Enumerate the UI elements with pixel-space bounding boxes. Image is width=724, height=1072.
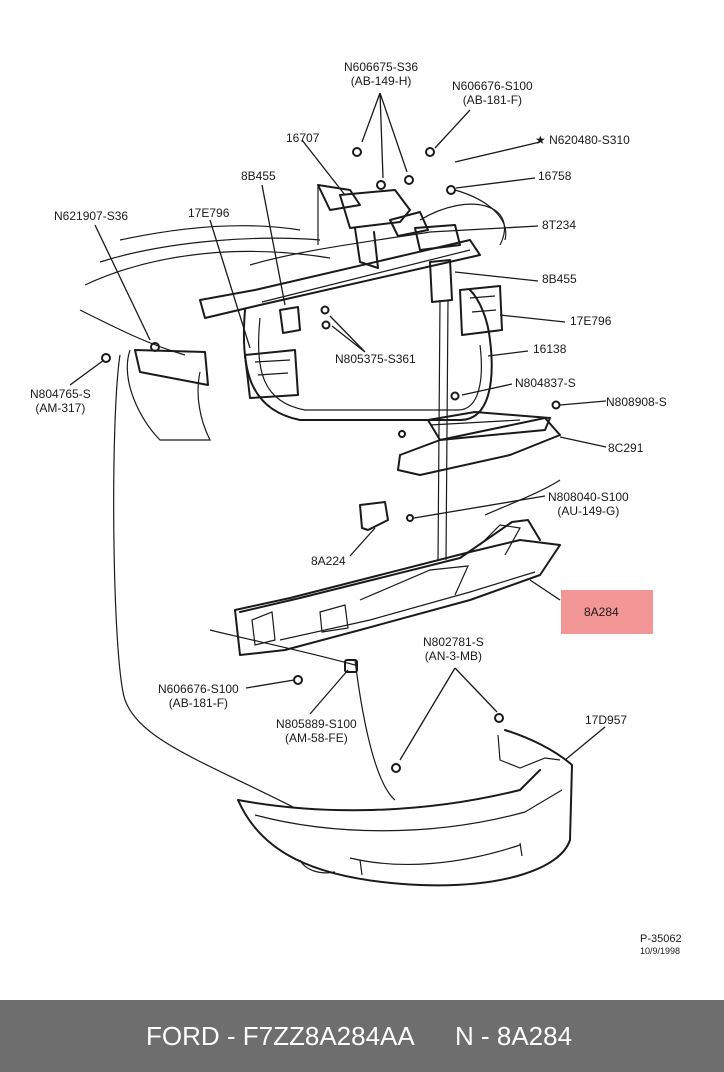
label-17e796-right: 17E796 bbox=[570, 314, 612, 328]
label-n620480: ★ N620480-S310 bbox=[535, 133, 630, 147]
drawing-date: 10/9/1998 bbox=[640, 946, 681, 956]
label-n606675: N606675-S36 (AB-149-H) bbox=[344, 60, 418, 88]
label-n606676-top-spec: (AB-181-F) bbox=[462, 93, 523, 107]
drawing-reference: P-35062 10/9/1998 bbox=[640, 933, 682, 957]
label-n606676-bottom-spec: (AB-181-F) bbox=[168, 696, 229, 710]
label-16707: 16707 bbox=[286, 131, 320, 145]
label-n621907: N621907-S36 bbox=[54, 209, 129, 223]
label-n808908: N808908-S bbox=[606, 395, 667, 409]
label-8t234: 8T234 bbox=[542, 218, 577, 232]
label-n606676-top-code: N606676-S100 bbox=[452, 79, 533, 93]
label-16758: 16758 bbox=[538, 169, 572, 183]
label-n606676-top: N606676-S100 (AB-181-F) bbox=[452, 79, 533, 107]
label-n808040-code: N808040-S100 bbox=[548, 490, 629, 504]
drawing-code: P-35062 bbox=[640, 933, 682, 945]
label-n804765-code: N804765-S bbox=[30, 387, 91, 401]
label-17d957: 17D957 bbox=[585, 713, 628, 727]
label-16138: 16138 bbox=[533, 342, 567, 356]
label-n802781: N802781-S (AN-3-MB) bbox=[423, 635, 484, 663]
parts-diagram: N606675-S36 (AB-149-H) N606676-S100 (AB-… bbox=[30, 60, 682, 957]
highlight-box bbox=[561, 590, 653, 634]
label-n805889: N805889-S100 (AM-58-FE) bbox=[276, 717, 357, 745]
label-n606676-bottom: N606676-S100 (AB-181-F) bbox=[158, 682, 239, 710]
label-n804765-spec: (AM-317) bbox=[35, 401, 86, 415]
label-n606675-code: N606675-S36 bbox=[344, 60, 419, 74]
label-n808040-spec: (AU-149-G) bbox=[557, 504, 620, 518]
label-n606676-bottom-code: N606676-S100 bbox=[158, 682, 239, 696]
label-n805375: N805375-S361 bbox=[335, 352, 416, 366]
label-8b455-right: 8B455 bbox=[542, 272, 577, 286]
label-17e796-left: 17E796 bbox=[188, 206, 230, 220]
label-n802781-spec: (AN-3-MB) bbox=[424, 649, 483, 663]
bumper-assembly-drawing bbox=[69, 92, 607, 887]
label-n805889-spec: (AM-58-FE) bbox=[285, 731, 348, 745]
label-8a284-highlighted: 8A284 bbox=[584, 605, 619, 619]
label-n802781-code: N802781-S bbox=[423, 635, 484, 649]
label-n804837: N804837-S bbox=[515, 376, 576, 390]
part-number-footer: FORD - F7ZZ8A284AA N - 8A284 bbox=[0, 1000, 724, 1072]
footer-part-code: N - 8A284 bbox=[455, 1021, 573, 1051]
label-n804765: N804765-S (AM-317) bbox=[30, 387, 91, 415]
label-n606675-spec: (AB-149-H) bbox=[350, 74, 412, 88]
footer-oem-part: FORD - F7ZZ8A284AA bbox=[146, 1021, 415, 1051]
label-n805889-code: N805889-S100 bbox=[276, 717, 357, 731]
label-8b455-left: 8B455 bbox=[241, 169, 276, 183]
label-8c291: 8C291 bbox=[608, 441, 644, 455]
label-8a224: 8A224 bbox=[311, 554, 346, 568]
label-n808040: N808040-S100 (AU-149-G) bbox=[548, 490, 629, 518]
